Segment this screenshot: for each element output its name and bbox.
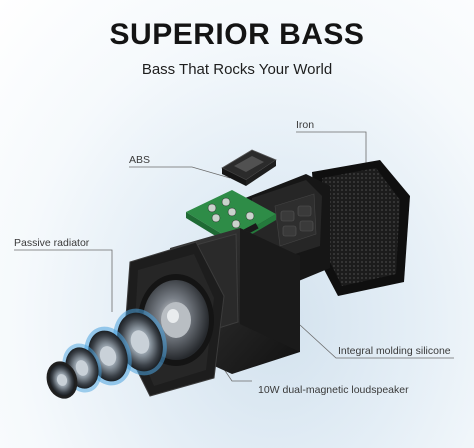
passive-radiator-discs bbox=[46, 308, 167, 399]
page-subtitle: Bass That Rocks Your World bbox=[141, 61, 333, 78]
callout-passive-radiator: Passive radiator bbox=[14, 237, 90, 249]
callout-loudspeaker: 10W dual-magnetic loudspeaker bbox=[258, 384, 409, 396]
callout-silicone: Integral molding silicone bbox=[338, 345, 451, 357]
callout-iron: Iron bbox=[296, 119, 315, 131]
callout-abs: ABS bbox=[129, 154, 151, 166]
abs-cap bbox=[221, 149, 277, 186]
control-buttons bbox=[280, 205, 314, 237]
mesh-grille bbox=[312, 160, 410, 296]
main-housing bbox=[240, 174, 330, 292]
page-title: SUPERIOR BASS bbox=[109, 18, 365, 51]
